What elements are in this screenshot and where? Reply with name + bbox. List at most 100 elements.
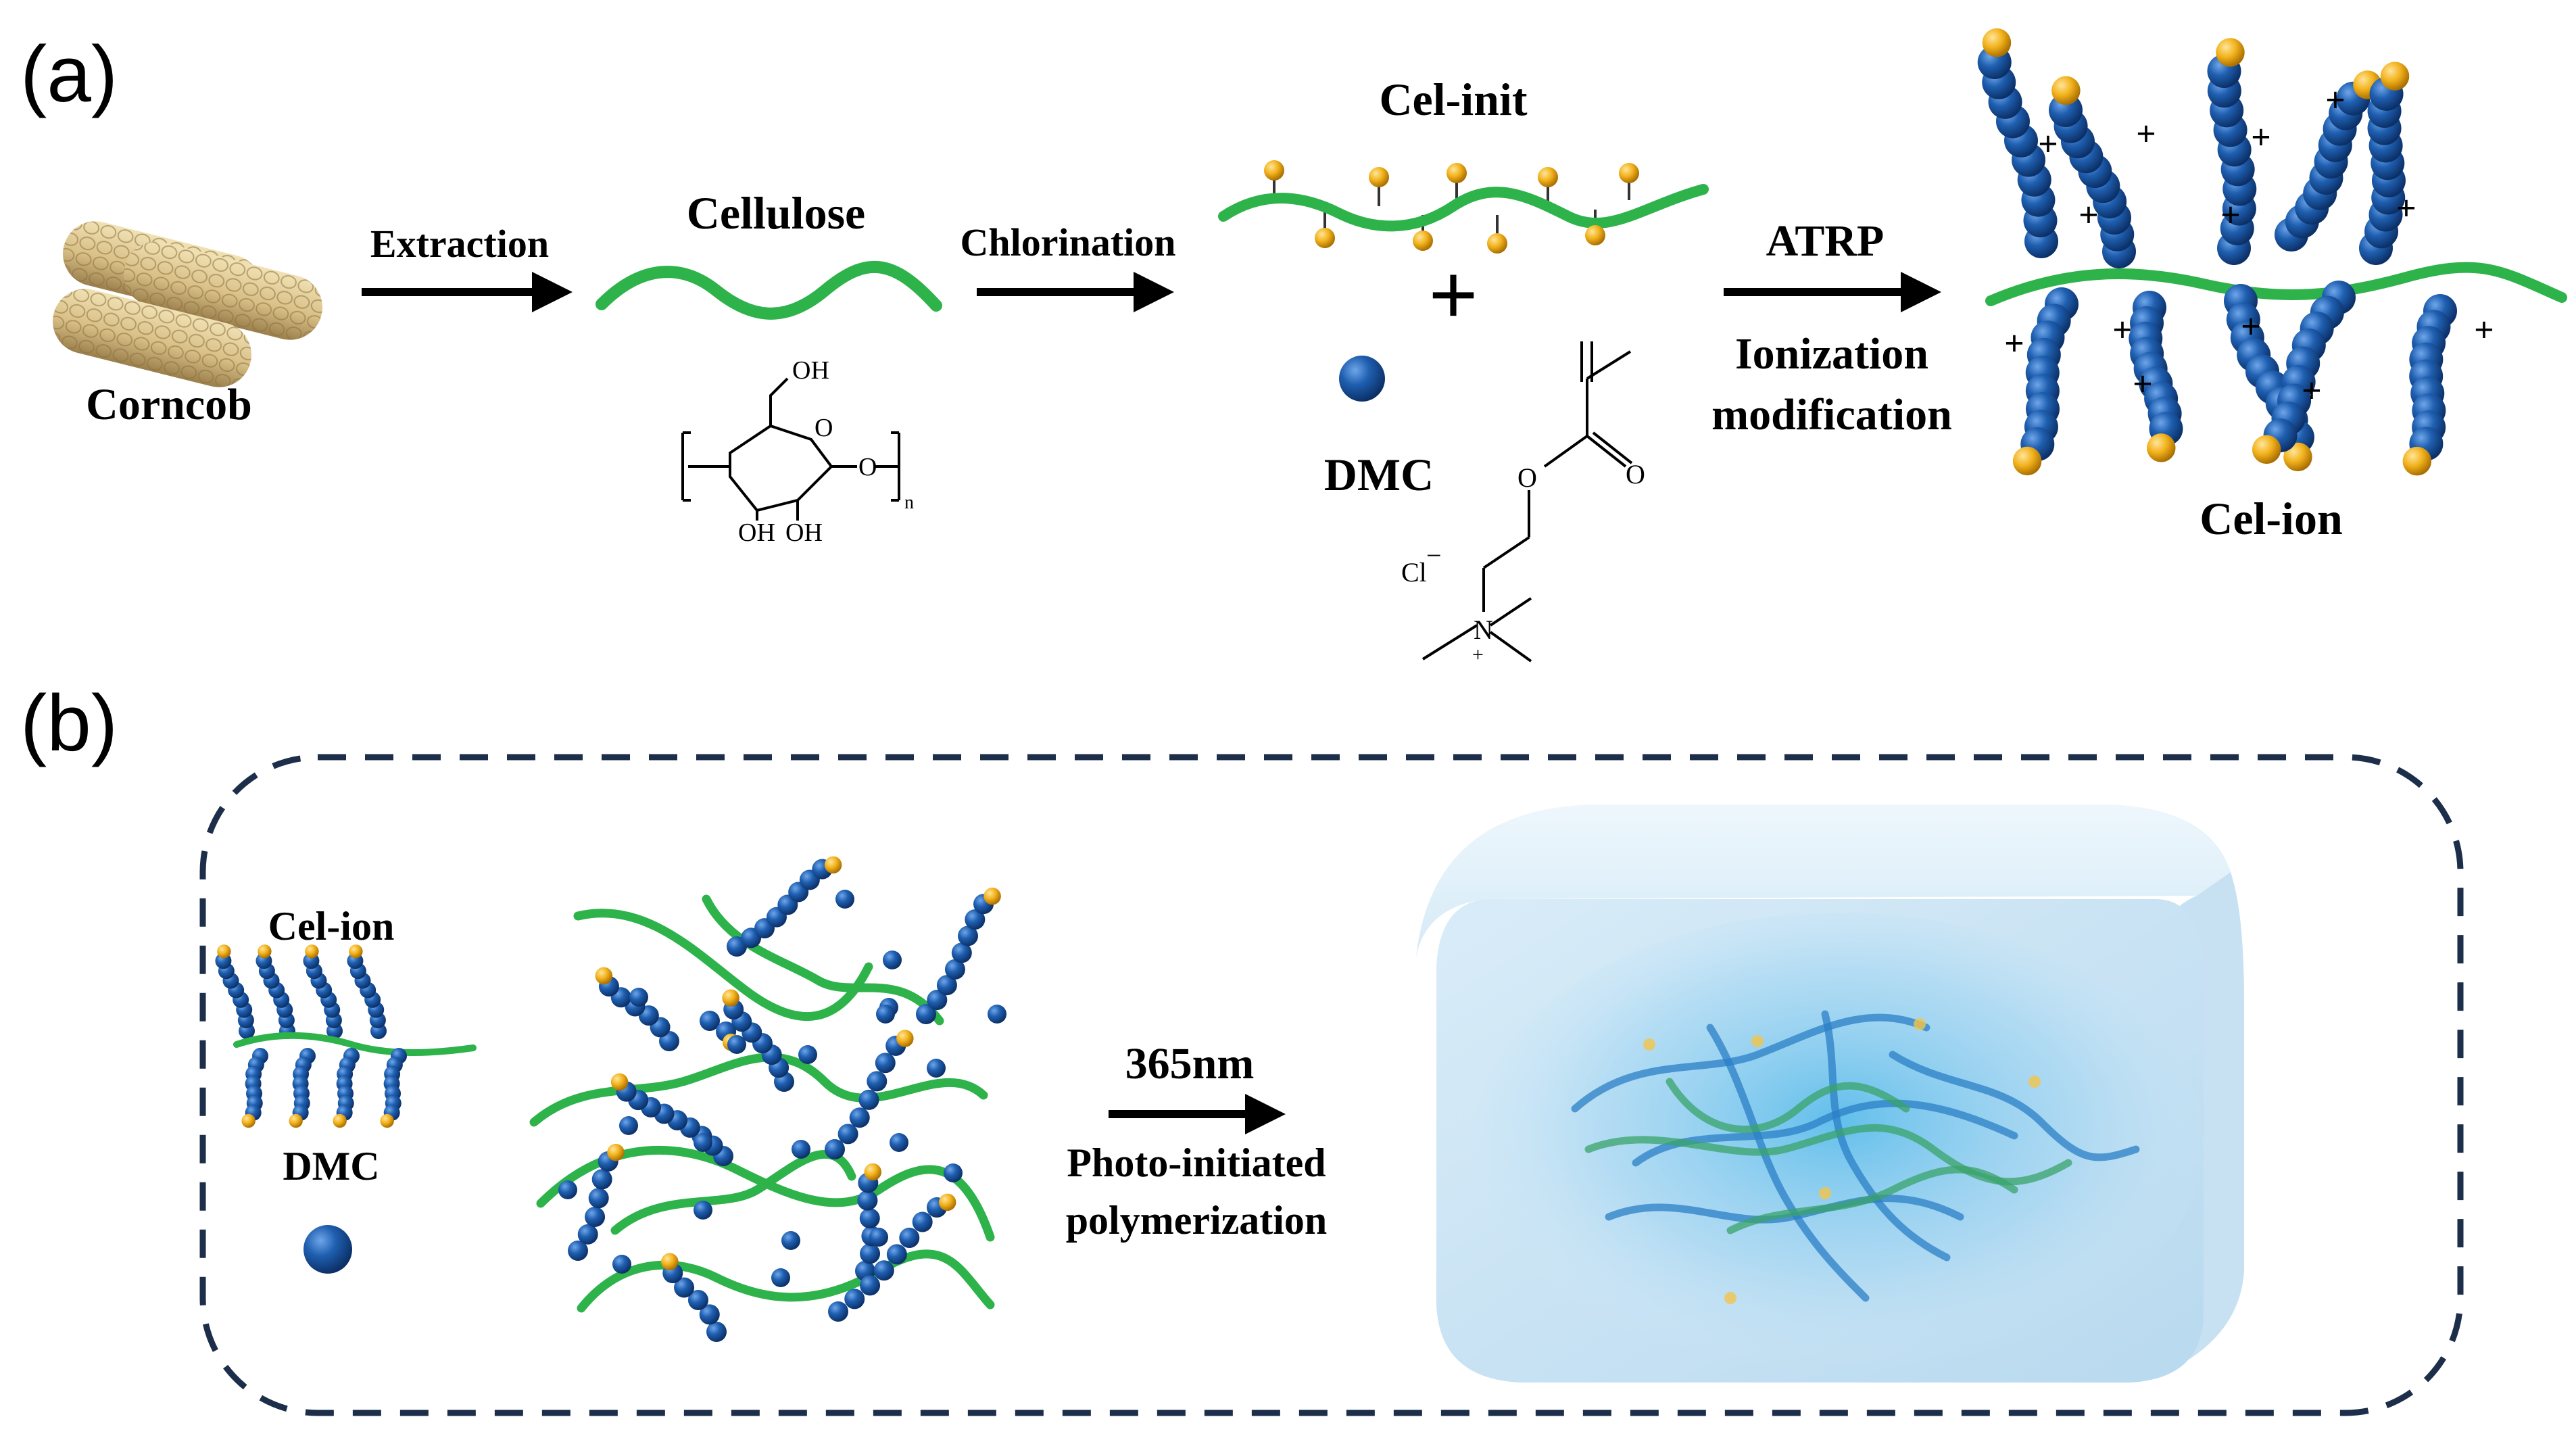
monomer-bead <box>844 1289 865 1309</box>
cellulose-strand <box>577 1249 995 1313</box>
monomer-bead <box>876 1005 895 1024</box>
dmc-nitrogen: N <box>1474 615 1493 645</box>
cellulose-strand <box>573 909 873 1022</box>
chain-end-cap <box>241 1113 256 1128</box>
cellulose-link-o: O <box>858 453 877 481</box>
chain-end-cap <box>864 1163 882 1181</box>
chain-end-cap <box>607 1143 625 1161</box>
monomer-bead <box>869 1228 888 1247</box>
monomer-bead <box>886 1244 907 1265</box>
monomer-bead <box>699 1304 720 1325</box>
chain-end-cap <box>610 1073 629 1091</box>
dmc-small-bead-icon <box>303 1225 352 1274</box>
monomer-bead <box>944 1163 963 1182</box>
positive-charge-label: + <box>2038 125 2058 164</box>
gel-end-cap <box>1724 1292 1736 1304</box>
chain-end-cap <box>1982 28 2012 57</box>
monomer-bead <box>585 1206 606 1227</box>
cellulose-strand <box>702 894 944 1026</box>
cellulose-ring-o: O <box>815 414 833 442</box>
chain-end-cap <box>2147 433 2176 462</box>
cellulose-oh-top: OH <box>792 356 829 385</box>
monomer-bead <box>849 1107 870 1128</box>
dmc-counter-charge: − <box>1426 540 1442 571</box>
panel-b-frame <box>199 754 2464 1416</box>
gel-end-cap <box>1914 1018 1926 1030</box>
gel-polymer-chain <box>1821 1010 1951 1261</box>
monomer-bead <box>927 1059 946 1078</box>
gel-polymer-chain <box>1889 1051 2140 1161</box>
chain-end-cap <box>289 1113 303 1128</box>
hydrogel-block <box>1416 804 2244 1383</box>
monomer-bead <box>706 1322 727 1342</box>
panel-a-label: (a) <box>20 30 118 119</box>
chain-end-cap <box>824 856 842 874</box>
chain-end-cap <box>2252 435 2281 464</box>
wavelength-label: 365nm <box>1125 1039 1255 1088</box>
monomer-bead <box>694 1201 712 1220</box>
monomer-bead <box>875 1053 896 1074</box>
monomer-bead <box>588 1188 609 1209</box>
chain-end-cap <box>2380 62 2410 91</box>
monomer-bead <box>568 1241 588 1261</box>
chain-end-cap <box>595 967 613 985</box>
monomer-bead <box>798 1045 817 1064</box>
dmc-counter-ion: Cl <box>1401 557 1427 587</box>
monomer-bead <box>857 1190 878 1211</box>
cellulose-oh-1: OH <box>738 519 775 547</box>
process-label-2: polymerization <box>1066 1198 1328 1243</box>
dmc-label: DMC <box>1324 449 1434 500</box>
cellulose-label: Cellulose <box>687 187 865 239</box>
monomer-bead <box>629 988 648 1007</box>
monomer-bead <box>944 959 965 980</box>
monomer-bead <box>958 926 979 946</box>
positive-charge-label: + <box>2220 196 2241 235</box>
precursor-mixture <box>529 856 1006 1342</box>
corncob-image <box>53 221 322 387</box>
cellulose-strand <box>536 1145 995 1242</box>
dmc-bead-icon <box>1339 356 1385 402</box>
atrp-label: ATRP <box>1766 216 1885 266</box>
cellulose-chain <box>596 260 942 320</box>
cellulose-strand <box>529 1053 988 1127</box>
panel-a: (a) Corncob Extraction Cellulose <box>20 28 2567 666</box>
monomer-bead <box>835 890 854 909</box>
dmc-nitrogen-charge: + <box>1472 644 1484 666</box>
monomer-bead <box>965 909 986 930</box>
monomer-bead <box>771 1268 790 1287</box>
ionization-label-1: Ionization <box>1735 329 1928 379</box>
chain-end-cap <box>217 944 231 959</box>
chain-end-cap <box>2051 76 2081 105</box>
cel-init-chain <box>1218 160 1709 254</box>
small-cel-ion-backbone <box>233 1032 477 1056</box>
monomer-bead <box>951 942 972 963</box>
cel-ion-brush: +++++++++++++ <box>1977 28 2567 476</box>
monomer-bead <box>873 1260 894 1281</box>
monomer-bead <box>916 1004 936 1024</box>
cel-ion-small-brush <box>215 944 477 1128</box>
chain-end-cap <box>661 1253 679 1271</box>
monomer-bead <box>781 1231 800 1250</box>
positive-charge-label: + <box>2136 115 2156 153</box>
positive-charge-label: + <box>2241 308 2261 346</box>
cel-init-label: Cel-init <box>1379 74 1527 125</box>
monomer-bead <box>825 1139 845 1159</box>
chain-end-cap <box>349 944 363 959</box>
gel-end-cap <box>1643 1038 1655 1051</box>
chain-end-cap <box>333 1113 347 1128</box>
monomer-bead <box>858 1089 879 1110</box>
gel-polymer-chain <box>1605 1195 1964 1224</box>
monomer-bead <box>558 1180 577 1199</box>
monomer-bead <box>988 1005 1006 1024</box>
monomer-bead <box>890 1133 908 1152</box>
monomer-bead <box>883 951 902 969</box>
positive-charge-label: + <box>2474 311 2494 350</box>
chain-end-cap <box>896 1030 914 1047</box>
chain-end-cap <box>938 1193 956 1211</box>
cellulose-structure <box>681 377 900 521</box>
monomer-bead <box>828 1301 848 1322</box>
chain-end-cap <box>2012 446 2042 476</box>
chlorination-label: Chlorination <box>960 220 1175 264</box>
monomer-bead <box>591 1169 612 1190</box>
dmc-carbonyl-o: O <box>1626 459 1645 489</box>
